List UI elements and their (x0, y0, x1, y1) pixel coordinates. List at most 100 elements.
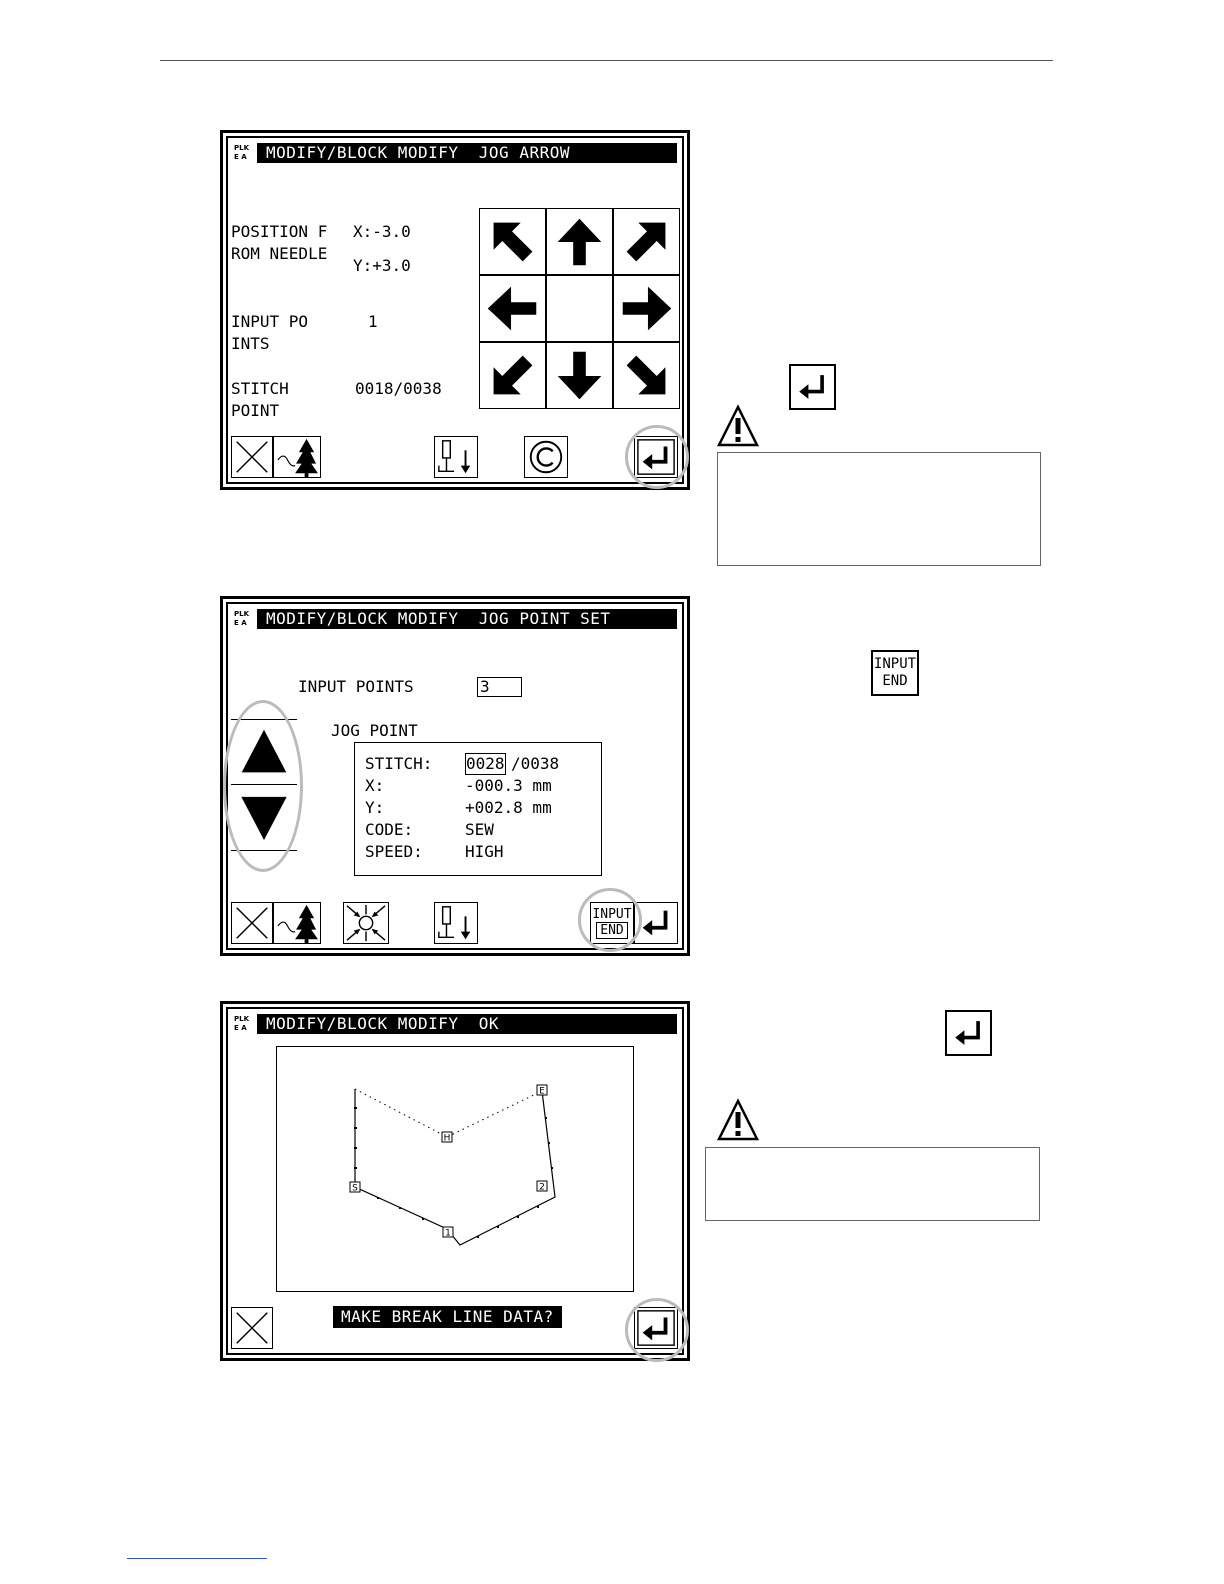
converge-arrows-icon (346, 904, 386, 942)
x-label: X: (365, 776, 385, 795)
input-end-button[interactable]: INPUT END (590, 902, 634, 944)
x-offset-value: X:-3.0 (353, 222, 411, 241)
stitch-current-value[interactable]: 0028 (465, 753, 506, 775)
close-icon (236, 441, 268, 473)
marker-e: E (536, 1084, 548, 1097)
jog-point-label: JOG POINT (331, 721, 418, 740)
warning-icon (716, 404, 760, 447)
tree-icon (277, 438, 318, 477)
svg-text:H: H (444, 1134, 451, 1144)
input-points-label-line1: INPUT PO (231, 312, 309, 331)
input-points-value: 1 (368, 312, 378, 331)
marker-2: 2 (536, 1180, 548, 1193)
close-button[interactable] (231, 436, 273, 478)
arrow-up-right-icon (626, 222, 666, 262)
enter-button[interactable] (634, 436, 678, 478)
close-button[interactable] (231, 902, 273, 944)
tree-icon (277, 904, 318, 943)
jog-down-left-button[interactable] (479, 342, 546, 409)
jog-right-button[interactable] (613, 275, 680, 342)
code-value: SEW (465, 820, 494, 839)
stitch-point-label-line1: STITCH (231, 379, 289, 398)
speed-label: SPEED: (365, 842, 423, 861)
input-end-label-line1: INPUT (592, 907, 632, 922)
screen-title: MODIFY/BLOCK MODIFY JOG POINT SET (266, 609, 611, 628)
stitch-point-value: 0018/0038 (355, 379, 442, 398)
svg-text:1: 1 (445, 1229, 451, 1239)
stitch-down-button[interactable] (231, 785, 297, 851)
y-label: Y: (365, 798, 385, 817)
note-box-3 (705, 1147, 1040, 1221)
pattern-preview: E H S 2 1 (276, 1046, 634, 1292)
arrow-right-icon (622, 286, 672, 331)
position-label-line1: POSITION F (231, 222, 328, 241)
side-input-end-label-line2: END (882, 673, 908, 689)
pattern-drawing: E H S 2 1 (349, 1084, 556, 1246)
svg-text:E: E (539, 1087, 545, 1097)
footnote-rule (127, 1558, 267, 1559)
enter-icon (955, 1021, 980, 1045)
side-input-end-icon-box: INPUT END (871, 650, 919, 696)
screen-title: MODIFY/BLOCK MODIFY OK (266, 1014, 500, 1033)
jog-left-button[interactable] (479, 275, 546, 342)
close-button[interactable] (231, 1307, 273, 1349)
jog-up-left-button[interactable] (479, 208, 546, 275)
jog-up-right-button[interactable] (613, 208, 680, 275)
speed-value: HIGH (465, 842, 504, 861)
note-box-1 (717, 452, 1041, 566)
jog-down-right-button[interactable] (613, 342, 680, 409)
jog-center-button[interactable] (343, 902, 389, 944)
jog-down-button[interactable] (546, 342, 613, 409)
jog-up-button[interactable] (546, 208, 613, 275)
triangle-down-icon (241, 796, 287, 841)
arrow-down-right-icon (626, 355, 666, 395)
position-label-line2: ROM NEEDLE (231, 244, 328, 263)
stitch-label: STITCH: (365, 754, 433, 773)
arrow-up-left-icon (493, 222, 533, 262)
needle-down-button[interactable] (434, 436, 478, 478)
side-enter-icon-box-3 (945, 1010, 992, 1056)
stitch-up-button[interactable] (231, 719, 297, 785)
x-value: -000.3 mm (465, 776, 552, 795)
close-icon (236, 1312, 268, 1344)
jog-center-cell (546, 275, 613, 342)
enter-button[interactable] (634, 1307, 678, 1349)
side-input-end-label-line1: INPUT (873, 656, 917, 672)
svg-text:2: 2 (539, 1183, 545, 1193)
copy-button[interactable] (524, 436, 568, 478)
enter-icon (642, 910, 668, 936)
tree-button[interactable] (273, 902, 321, 944)
jog-arrow-pad (479, 208, 680, 409)
enter-icon (637, 1310, 675, 1346)
screen-title: MODIFY/BLOCK MODIFY JOG ARROW (266, 143, 570, 162)
marker-1: 1 (442, 1226, 454, 1239)
stitch-point-label-line2: POINT (231, 401, 280, 420)
tree-button[interactable] (273, 436, 321, 478)
enter-button[interactable] (634, 902, 678, 944)
jog-point-panel: STITCH: 0028 /0038 X: -000.3 mm Y: +002.… (354, 742, 602, 876)
arrow-up-icon (557, 218, 602, 266)
input-end-label-line2: END (596, 922, 628, 939)
warning-icon (716, 1098, 760, 1141)
input-points-label: INPUT POINTS (298, 677, 414, 696)
needle-down-icon (438, 906, 471, 940)
stitch-total-value: /0038 (511, 754, 560, 773)
needle-down-icon (438, 440, 471, 474)
triangle-up-icon (241, 729, 287, 773)
input-points-label-line2: INTS (231, 334, 270, 353)
svg-text:S: S (352, 1184, 358, 1194)
needle-down-button[interactable] (434, 902, 478, 944)
close-icon (236, 907, 268, 939)
input-points-field[interactable]: 3 (477, 677, 522, 697)
copyright-icon (529, 440, 563, 474)
y-value: +002.8 mm (465, 798, 552, 817)
side-enter-icon-box (789, 364, 836, 410)
